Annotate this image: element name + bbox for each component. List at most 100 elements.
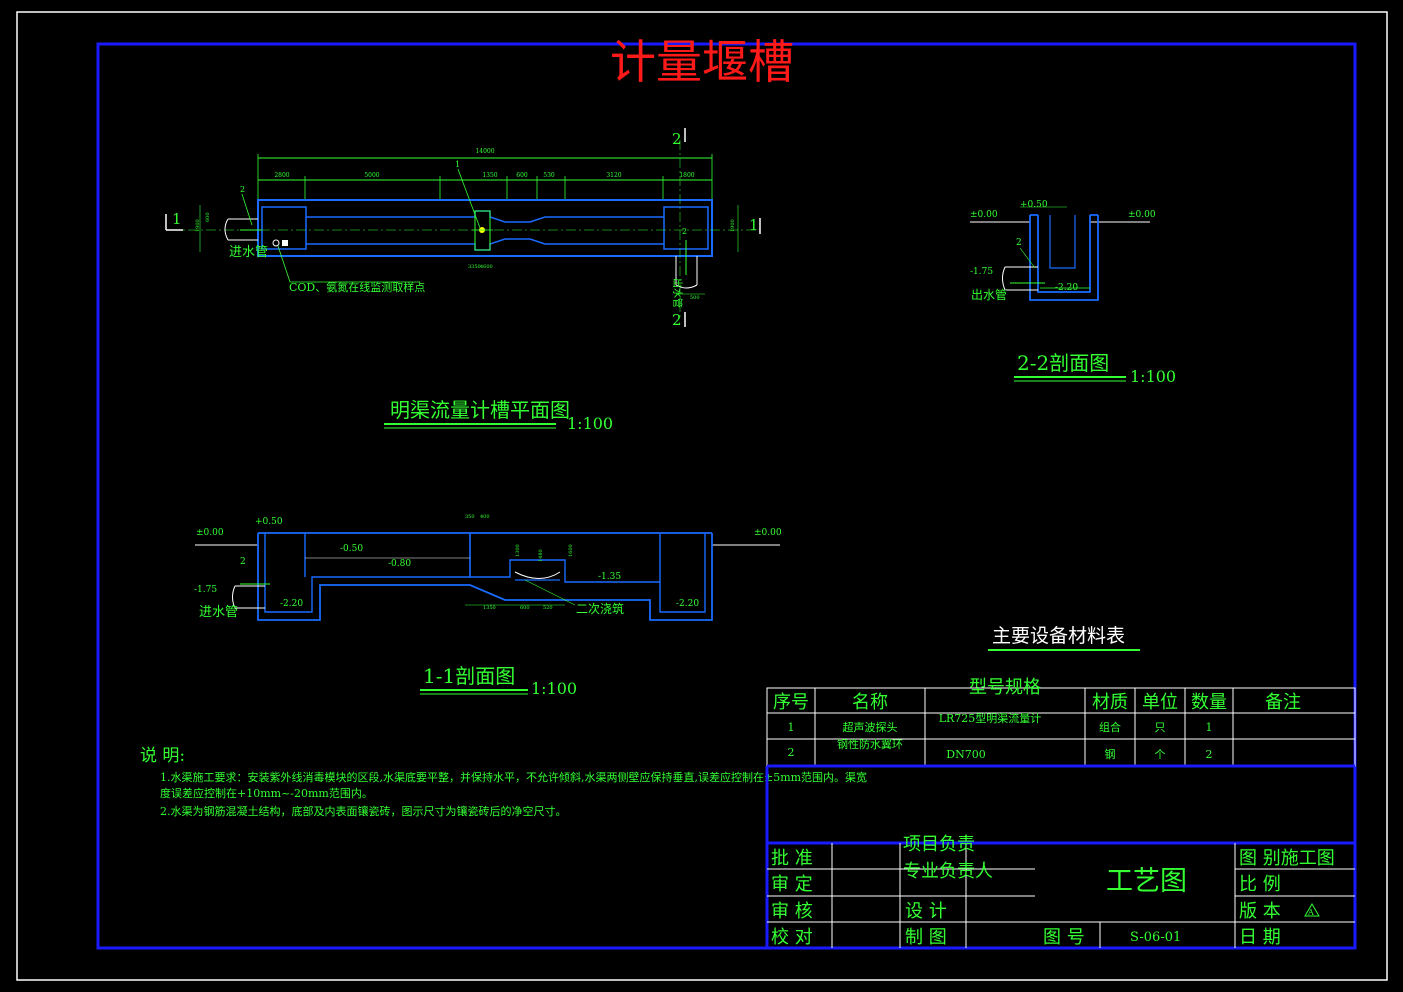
row2-name: 钢性防水翼环 bbox=[837, 737, 903, 751]
s11-elev-right: ±0.00 bbox=[754, 528, 782, 538]
s11-elev-top: +0.50 bbox=[255, 517, 283, 527]
plan-bottom-dim-1: 3350 bbox=[468, 264, 481, 270]
tb-category: 图 别施工图 bbox=[1239, 848, 1335, 869]
s11-inlet-label: 进水管 bbox=[199, 605, 238, 620]
plan-dim-4: 600 bbox=[516, 172, 528, 179]
row2-no: 2 bbox=[788, 746, 795, 759]
notes: 说 明: 1.水渠施工要求：安装紫外线消毒模块的区段,水渠底要平整，并保持水平，… bbox=[140, 746, 867, 818]
th-unit: 单位 bbox=[1142, 692, 1178, 713]
tb-prof-lead: 专业负责人 bbox=[903, 861, 993, 882]
plan-scale: 1:100 bbox=[567, 414, 613, 433]
tb-review: 审 核 bbox=[771, 901, 813, 922]
s11-vert-dim-1: 1300 bbox=[515, 544, 521, 557]
s22-scale: 1:100 bbox=[1130, 367, 1176, 386]
plan-bottom-dim-2: 4600 bbox=[480, 264, 493, 270]
section-1-1: ±0.00 +0.50 ±0.00 -0.50 -0.80 -1.75 -2.2… bbox=[194, 514, 782, 698]
row2-unit: 个 bbox=[1155, 748, 1166, 761]
s11-elev-water: -0.50 bbox=[340, 544, 363, 554]
s11-scale: 1:100 bbox=[531, 679, 577, 698]
s11-top-dim-1: 350 bbox=[465, 514, 475, 520]
s11-bottom-dim-2: 600 bbox=[520, 605, 530, 611]
tb-version-mark: A bbox=[1307, 908, 1314, 917]
tb-drawing-no: S-06-01 bbox=[1130, 930, 1181, 945]
tb-design: 设 计 bbox=[905, 901, 947, 922]
plan-section-bottom: 2 bbox=[672, 311, 682, 329]
s22-elev-top: +0.50 bbox=[1020, 200, 1048, 210]
row1-model: LR725型明渠流量计 bbox=[939, 711, 1042, 725]
row1-material: 组合 bbox=[1099, 720, 1121, 734]
plan-dim-3: 1350 bbox=[482, 172, 497, 179]
notes-line-1: 1.水渠施工要求：安装紫外线消毒模块的区段,水渠底要平整，并保持水平，不允许倾斜… bbox=[160, 770, 867, 784]
page-title: 计量堰槽 bbox=[610, 35, 794, 89]
plan-title: 明渠流量计槽平面图 bbox=[390, 398, 570, 422]
th-remark: 备注 bbox=[1265, 692, 1301, 713]
notes-line-3: 2.水渠为钢筋混凝土结构，底部及内表面镶瓷砖，图示尺寸为镶瓷砖后的净空尺寸。 bbox=[160, 804, 567, 818]
th-qty: 数量 bbox=[1191, 692, 1227, 713]
plan-side-dim-2: 1900 bbox=[195, 219, 201, 232]
th-name: 名称 bbox=[852, 692, 888, 713]
s11-elev-mid: -1.35 bbox=[598, 572, 621, 582]
row1-unit: 只 bbox=[1155, 721, 1166, 734]
section-2-2: ±0.00 +0.50 ±0.00 -1.75 -2.20 2 出水管 2-2剖… bbox=[970, 200, 1176, 386]
plan-view: 14000 2800 5000 1350 600 530 3120 1800 bbox=[165, 128, 761, 433]
equipment-table: 主要设备材料表 序号 名称 型号规格 材质 单位 数量 备注 1 超声波探头 L… bbox=[766, 625, 1356, 767]
plan-section-top: 2 bbox=[672, 130, 682, 148]
s22-elev-left: ±0.00 bbox=[970, 210, 998, 220]
tb-date-label: 日 期 bbox=[1239, 927, 1281, 948]
s11-bottom-dim-1: 1350 bbox=[483, 605, 496, 611]
outer-frame bbox=[16, 11, 1388, 981]
th-material: 材质 bbox=[1092, 692, 1128, 713]
plan-dim-7: 1800 bbox=[679, 172, 694, 179]
tb-project-lead: 项目负责 bbox=[903, 834, 975, 855]
s22-elev-bottom: -2.20 bbox=[1055, 283, 1078, 293]
plan-inlet-label: 进水管 bbox=[229, 245, 268, 260]
row1-qty: 1 bbox=[1206, 721, 1213, 734]
tb-drawing-no-label: 图 号 bbox=[1043, 927, 1085, 948]
tb-approve: 批 准 bbox=[771, 848, 813, 869]
plan-section-right: 1 bbox=[749, 216, 759, 234]
s22-callout: 2 bbox=[1016, 238, 1022, 248]
plan-section-left: 1 bbox=[172, 210, 182, 228]
plan-side-dim-1: 600 bbox=[205, 212, 211, 222]
tb-version: 版 本 bbox=[1239, 901, 1281, 922]
tb-proof: 校 对 bbox=[771, 927, 813, 948]
plan-dim-2: 5000 bbox=[364, 172, 379, 179]
s11-elev-bottom-left: -2.20 bbox=[280, 599, 303, 609]
s11-second-pour: 二次浇筑 bbox=[576, 601, 624, 616]
row2-model: DN700 bbox=[946, 748, 985, 761]
plan-callout-1: 1 bbox=[455, 160, 460, 169]
s22-elev-right: ±0.00 bbox=[1128, 210, 1156, 220]
row2-material: 钢 bbox=[1105, 748, 1116, 761]
s11-elev-pipe: -1.75 bbox=[194, 585, 217, 595]
title-block: 批 准 审 定 审 核 校 对 项目负责 专业负责人 设 计 制 图 图 号 图… bbox=[765, 764, 1355, 948]
tb-drawing-name: 工艺图 bbox=[1106, 866, 1187, 897]
s11-elev-bottom-right: -2.20 bbox=[676, 599, 699, 609]
th-no: 序号 bbox=[773, 692, 809, 713]
s22-title: 2-2剖面图 bbox=[1017, 351, 1109, 375]
s22-outlet-label: 出水管 bbox=[971, 287, 1007, 302]
notes-heading: 说 明: bbox=[140, 746, 185, 766]
th-model: 型号规格 bbox=[969, 677, 1041, 698]
row2-qty: 2 bbox=[1206, 748, 1213, 761]
row1-no: 1 bbox=[788, 721, 795, 734]
tb-scale-label: 比 例 bbox=[1239, 874, 1281, 895]
s11-vert-dim-2: 1480 bbox=[538, 549, 544, 562]
s11-title: 1-1剖面图 bbox=[423, 664, 515, 688]
s11-top-dim-2: 400 bbox=[480, 514, 490, 520]
s22-elev-pipe: -1.75 bbox=[970, 267, 993, 277]
plan-bottom-dim-3: 500 bbox=[690, 295, 700, 301]
plan-dim-6: 3120 bbox=[606, 172, 621, 179]
tb-draw: 制 图 bbox=[905, 927, 947, 948]
row1-name: 超声波探头 bbox=[843, 720, 898, 734]
s11-callout: 2 bbox=[240, 557, 246, 567]
s11-elev-left: ±0.00 bbox=[196, 528, 224, 538]
plan-total-dim: 14000 bbox=[475, 148, 494, 155]
equipment-table-title: 主要设备材料表 bbox=[992, 625, 1125, 647]
plan-side-dim-3: 1900 bbox=[730, 219, 736, 232]
plan-dim-5: 530 bbox=[543, 172, 555, 179]
plan-outlet-label: 出水管 bbox=[671, 278, 684, 308]
inner-frame bbox=[96, 42, 1357, 950]
plan-callout-2a: 2 bbox=[240, 185, 245, 194]
s11-vert-dim-3: 1600 bbox=[568, 544, 574, 557]
